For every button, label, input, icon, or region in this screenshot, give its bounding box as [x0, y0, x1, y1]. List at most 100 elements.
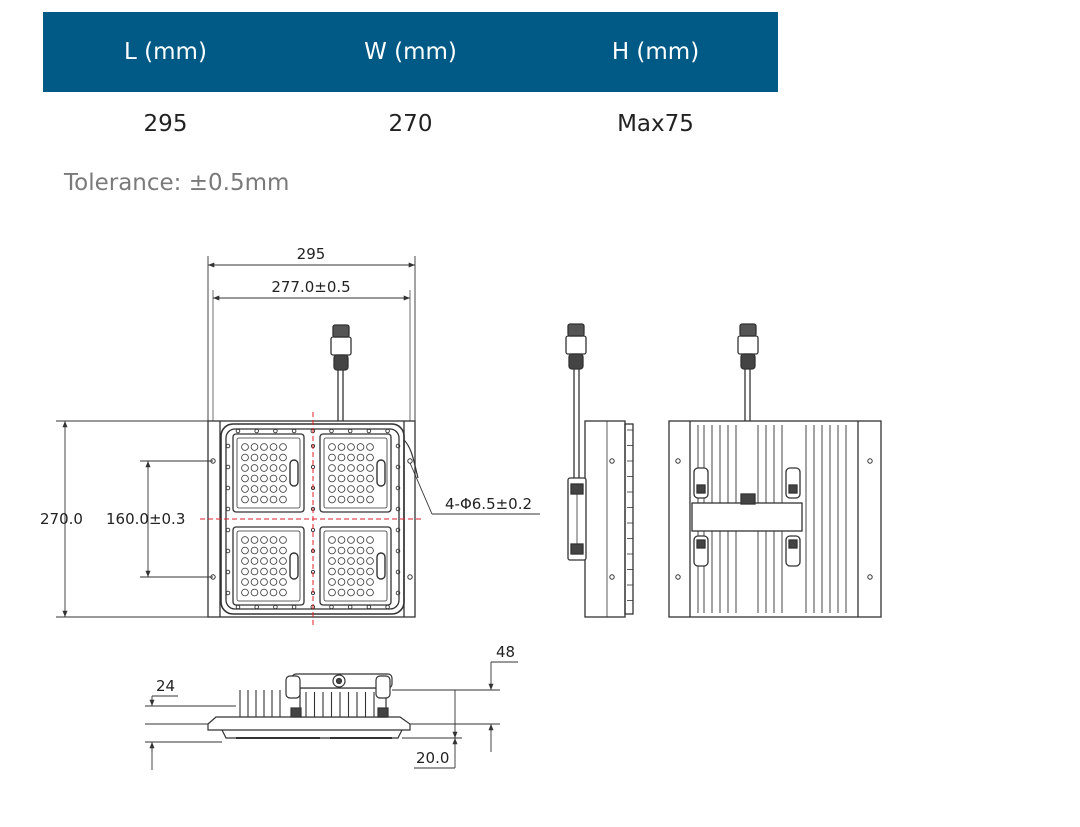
led-dot	[356, 474, 365, 483]
centerlines	[200, 412, 422, 625]
led-dot	[260, 464, 268, 472]
edge-screw	[395, 569, 401, 575]
led-dot	[241, 474, 249, 483]
led-dot	[328, 557, 336, 565]
led-dot	[250, 546, 259, 555]
edge-screw	[385, 428, 390, 434]
led-dot	[260, 536, 268, 544]
led-dot	[250, 453, 259, 462]
led-dot	[279, 567, 287, 576]
led-dot	[337, 588, 346, 597]
led-dot	[241, 485, 249, 493]
led-dot	[269, 443, 278, 451]
edge-screw	[366, 428, 372, 434]
value-height: Max75	[617, 111, 694, 137]
led-dot	[260, 567, 268, 576]
led-dot	[279, 443, 287, 451]
header-width: W (mm)	[364, 39, 457, 65]
led-dot	[366, 588, 374, 597]
led-dot	[366, 443, 374, 451]
dim-hole-spec: 4-Φ6.5±0.2	[445, 495, 532, 513]
led-dot	[241, 453, 249, 462]
led-dot	[337, 567, 346, 576]
led-module-bottom-left	[232, 526, 305, 606]
led-dot	[356, 578, 365, 586]
led-dot	[269, 578, 278, 586]
led-dot	[250, 588, 259, 597]
edge-screw	[395, 443, 401, 449]
led-dot	[366, 464, 374, 472]
led-dot	[250, 567, 259, 576]
tolerance-note: Tolerance: ±0.5mm	[64, 170, 290, 196]
led-dot	[269, 557, 278, 565]
edge-screw	[395, 506, 401, 512]
led-dot	[279, 536, 287, 544]
led-dot	[347, 474, 355, 483]
led-dot	[269, 567, 278, 576]
led-dot	[241, 588, 249, 597]
led-dot	[260, 474, 268, 483]
edge-screw	[225, 527, 231, 533]
edge-screw	[225, 464, 231, 470]
led-dot	[241, 443, 249, 451]
led-dot	[279, 453, 287, 462]
led-dot	[356, 453, 365, 462]
led-dot	[337, 536, 346, 544]
led-dot	[356, 546, 365, 555]
edge-screw	[225, 485, 231, 491]
led-dot	[337, 464, 346, 472]
edge-screw	[329, 604, 334, 610]
led-dot	[347, 495, 355, 504]
led-dot	[337, 495, 346, 504]
led-dot	[356, 443, 365, 451]
side-view	[565, 323, 634, 618]
spec-table-header: L (mm) W (mm) H (mm)	[43, 12, 778, 92]
edge-screw	[273, 604, 278, 610]
led-dot	[241, 464, 249, 472]
led-dot	[279, 495, 287, 504]
led-dot	[356, 495, 365, 504]
edge-screw	[347, 604, 353, 610]
led-module-bottom-right	[319, 526, 392, 606]
led-dot	[250, 536, 259, 544]
led-dot	[366, 567, 374, 576]
edge-screw	[329, 428, 334, 434]
led-dot	[366, 546, 374, 555]
led-dot	[337, 557, 346, 565]
led-dot	[279, 578, 287, 586]
led-dot	[260, 557, 268, 565]
value-width: 270	[388, 111, 433, 137]
led-dot	[366, 557, 374, 565]
edge-screw	[366, 604, 372, 610]
led-dot	[356, 485, 365, 493]
edge-screw	[225, 548, 231, 554]
edge-screw	[291, 604, 297, 610]
led-dot	[328, 453, 336, 462]
led-dot	[260, 546, 268, 555]
led-dot	[279, 546, 287, 555]
spec-table: L (mm) W (mm) H (mm) 295 270 Max75	[43, 12, 778, 156]
led-dot	[328, 546, 336, 555]
led-dot	[347, 546, 355, 555]
led-dot	[366, 578, 374, 586]
back-bracket	[691, 467, 803, 567]
led-dot	[260, 495, 268, 504]
led-dot	[260, 443, 268, 451]
led-dot	[337, 485, 346, 493]
led-dot	[269, 464, 278, 472]
edge-screw	[225, 443, 231, 449]
dim-mount-spacing: 277.0±0.5	[271, 278, 350, 296]
led-module-top-left	[232, 433, 305, 513]
led-dot	[260, 578, 268, 586]
led-dot	[250, 557, 259, 565]
led-dot	[260, 588, 268, 597]
dim-overall-length: 295	[297, 245, 326, 263]
dim-fin-height: 24	[156, 677, 175, 695]
led-dot	[269, 588, 278, 597]
led-dot	[328, 578, 336, 586]
led-dot	[328, 485, 336, 493]
led-dot	[328, 536, 336, 544]
edge-screw	[235, 604, 241, 610]
led-dot	[241, 495, 249, 504]
led-dot	[241, 578, 249, 586]
